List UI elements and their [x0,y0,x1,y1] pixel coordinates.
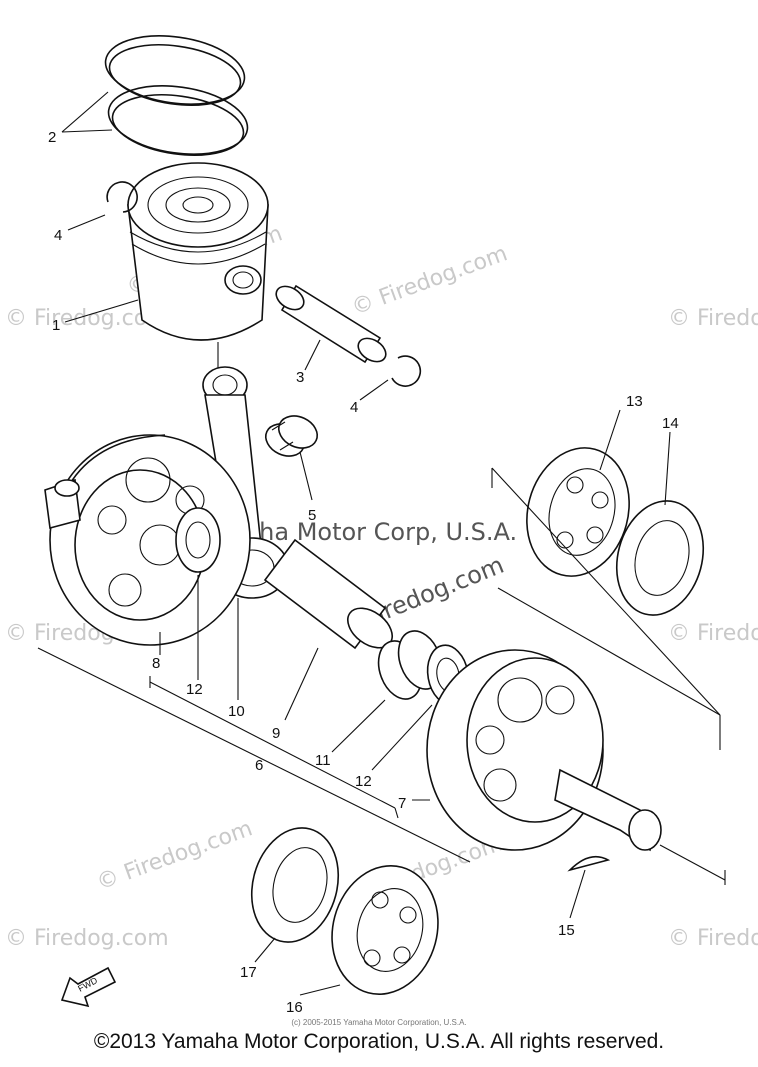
circlips [106,181,422,387]
callout-1: 1 [52,317,60,334]
callout-2: 2 [48,129,56,146]
leader-lines [61,91,671,996]
small-end-bearing [264,415,319,457]
crank-wheel-left [44,434,251,646]
callout-10: 10 [228,703,245,720]
callout-8: 8 [152,655,160,672]
woodruff-key [567,855,611,872]
callout-12-right: 12 [355,773,372,790]
small-credit: (c) 2005-2015 Yamaha Motor Corporation, … [291,1018,467,1027]
callout-6: 6 [255,757,263,774]
callout-11: 11 [315,752,331,769]
watermark-firedog-9: © Firedog.com [94,816,256,895]
callout-14: 14 [662,415,679,432]
assembly-bracket-lines [37,467,726,885]
piston [127,162,269,341]
piston-pin [275,284,387,364]
callout-7: 7 [398,795,406,812]
callout-17: 17 [240,964,257,981]
callout-15: 15 [558,922,575,939]
piston-rings [104,35,249,156]
watermark-firedog-6: © Firedog.com [5,926,169,951]
callout-4-bottom: 4 [350,399,358,416]
callout-3: 3 [296,369,304,386]
callout-labels: 2 4 1 3 4 5 8 12 10 9 6 11 12 7 13 14 15… [48,129,679,1016]
callout-9: 9 [272,725,280,742]
callout-12-left: 12 [186,681,203,698]
callout-13: 13 [626,393,643,410]
callout-4-top: 4 [54,227,62,244]
oil-seal-right [615,500,705,616]
crank-pin [263,538,393,650]
bearing-right [526,447,630,577]
watermark-firedog-3: © Firedog.com [668,306,758,331]
copyright-footer: ©2013 Yamaha Motor Corporation, U.S.A. A… [93,1030,665,1053]
callout-5: 5 [308,507,316,524]
oil-seal-left [250,827,340,943]
callout-16: 16 [286,999,303,1016]
fwd-arrow-icon: FWD [60,966,117,1008]
watermark-firedog-2: © Firedog.com [349,241,511,320]
watermark-firedog-8: © Firedog.com [668,926,758,951]
crank-wheel-right [426,649,662,852]
thrust-washer-left [175,507,221,573]
bearing-left [331,864,439,996]
watermark-firedog-5: © Firedog.com [668,621,758,646]
